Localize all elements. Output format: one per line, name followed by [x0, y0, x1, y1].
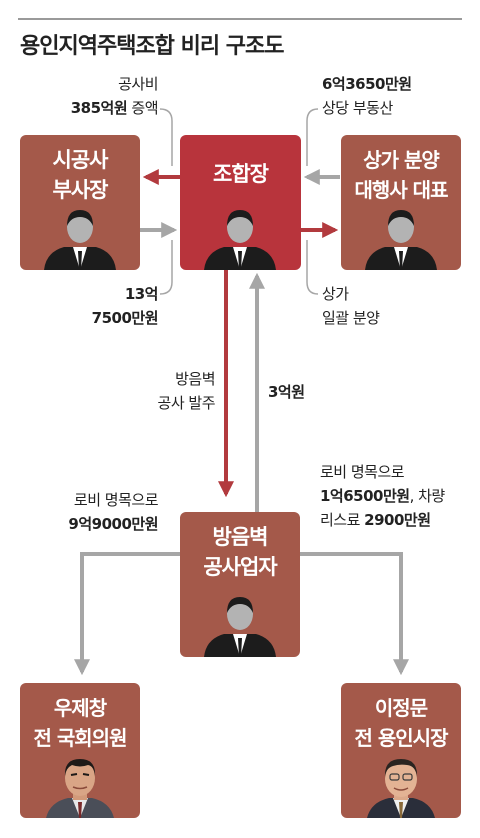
person-silhouette-icon [204, 597, 276, 657]
note-construction-cost-line1: 공사비 [118, 75, 158, 93]
box-subcontractor-vp-line2: 부사장 [52, 178, 109, 202]
note-lobby-lee-amount: 1억6500만원 [320, 487, 410, 505]
note-soundproof-order: 방음벽 공사 발주 [157, 367, 216, 415]
box-union-head: 조합장 [180, 135, 301, 270]
note-payment-13-line1: 13억 [124, 285, 159, 303]
box-soundproof-contractor-line1: 방음벽 [212, 525, 269, 549]
bracket-bulk-sale [306, 240, 319, 295]
box-union-head-line1: 조합장 [213, 162, 269, 186]
box-woo-jechang-line1: 우제창 [53, 696, 107, 720]
box-sales-agency-ceo-line1: 상가 분양 [363, 148, 440, 172]
note-lobby-woo-amount: 9억9000만원 [68, 515, 158, 533]
box-soundproof-contractor-line2: 공사업자 [203, 555, 277, 579]
note-real-estate-amount: 6억3650만원 [322, 75, 412, 93]
bracket-real-estate [306, 108, 319, 166]
note-payment-13: 13억 7500만원 [91, 282, 159, 330]
note-bulk-sale-line1: 상가 [322, 285, 349, 303]
box-lee-jeongmun-line2: 전 용인시장 [354, 726, 449, 750]
person-silhouette-icon [365, 210, 437, 270]
box-subcontractor-vp: 시공사 부사장 [20, 135, 140, 270]
note-bulk-sale: 상가 일괄 분양 [322, 282, 380, 330]
bracket-construction-cost [159, 108, 173, 166]
box-lee-jeongmun-line1: 이정문 [374, 696, 428, 720]
note-lobby-lee-lease: 리스료 [320, 511, 365, 529]
box-lee-jeongmun: 이정문 전 용인시장 [341, 683, 461, 818]
note-soundproof-order-line2: 공사 발주 [157, 394, 216, 412]
note-construction-cost: 공사비 385억원 증액 [70, 72, 159, 120]
note-payment-13-line2: 7500만원 [91, 309, 159, 327]
person-silhouette-icon [204, 210, 276, 270]
note-lobby-lee-lease-amount: 2900만원 [364, 511, 431, 529]
person-silhouette-icon [44, 210, 116, 270]
box-sales-agency-ceo-line2: 대행사 대표 [354, 178, 449, 202]
note-lobby-lee-line1: 로비 명목으로 [320, 463, 405, 481]
arrow-contractor-to-lee [300, 552, 409, 676]
note-lobby-woo-line1: 로비 명목으로 [73, 491, 159, 509]
box-woo-jechang: 우제창 전 국회의원 [20, 683, 140, 818]
note-real-estate-line2: 상당 부동산 [322, 99, 393, 117]
note-payment-3-amount: 3억원 [268, 383, 305, 401]
photo-lee-jeongmun [367, 759, 435, 818]
page-title: 용인지역주택조합 비리 구조도 [20, 34, 284, 59]
note-construction-cost-amount: 385억원 [70, 99, 128, 117]
note-lobby-lee: 로비 명목으로 1억6500만원, 차량 리스료 2900만원 [320, 460, 445, 532]
bracket-payment-13 [159, 240, 173, 295]
note-construction-cost-suffix: 증액 [127, 99, 158, 117]
box-woo-jechang-line2: 전 국회의원 [33, 726, 128, 750]
note-lobby-lee-car: , 차량 [409, 487, 446, 505]
box-soundproof-contractor: 방음벽 공사업자 [180, 512, 300, 657]
box-subcontractor-vp-line1: 시공사 [52, 148, 109, 172]
note-real-estate: 6억3650만원 상당 부동산 [322, 72, 412, 120]
box-sales-agency-ceo: 상가 분양 대행사 대표 [341, 135, 461, 270]
arrow-contractor-to-woo [74, 552, 180, 676]
note-lobby-woo: 로비 명목으로 9억9000만원 [68, 488, 158, 536]
photo-woo-jechang [46, 759, 114, 818]
note-soundproof-order-line1: 방음벽 [175, 370, 215, 388]
note-bulk-sale-line2: 일괄 분양 [322, 309, 380, 327]
note-payment-3: 3억원 [268, 380, 305, 404]
top-rule [18, 18, 462, 20]
